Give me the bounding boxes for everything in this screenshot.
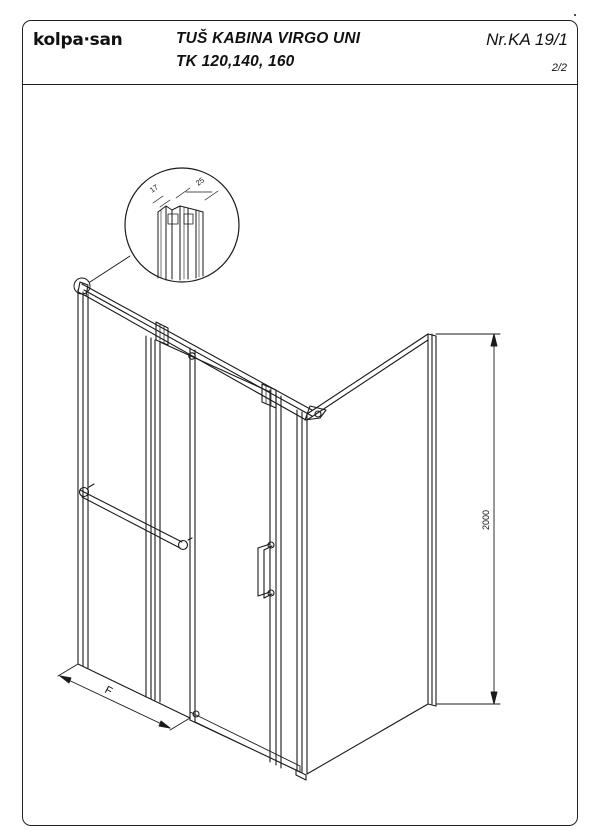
towel-bar [78, 483, 193, 551]
product-title: TUŠ KABINA VIRGO UNI [176, 30, 361, 47]
side-glass-panel [306, 333, 437, 775]
brand-logo: kolpa·san [33, 30, 123, 50]
top-rail [77, 281, 327, 421]
fixed-glass-panel [77, 289, 191, 719]
profile-detail: 17 25 [73, 167, 240, 295]
sliding-door [159, 341, 301, 773]
door-handle [257, 541, 275, 599]
width-dimension-label: F [103, 684, 115, 698]
height-dimension [435, 333, 501, 705]
detail-dim-lines [152, 187, 219, 208]
detail-leader-line [89, 255, 131, 283]
door-roller-left [155, 321, 169, 346]
detail-dim-a: 17 [148, 182, 160, 194]
corner-dot [574, 14, 576, 16]
sheet-number: 2/2 [551, 62, 567, 74]
detail-dim-b: 25 [194, 175, 206, 187]
product-models: TK 120,140, 160 [176, 53, 295, 70]
width-dimension [57, 663, 191, 731]
bottom-profile [189, 711, 307, 781]
detail-circle [124, 167, 240, 283]
profile-section [157, 205, 204, 281]
height-dimension-label: 2000 [481, 510, 491, 530]
wall-profile-right [296, 409, 308, 775]
drawing-frame [22, 20, 578, 826]
document-number: Nr.KA 19/1 [486, 30, 568, 49]
header-divider [22, 84, 578, 85]
